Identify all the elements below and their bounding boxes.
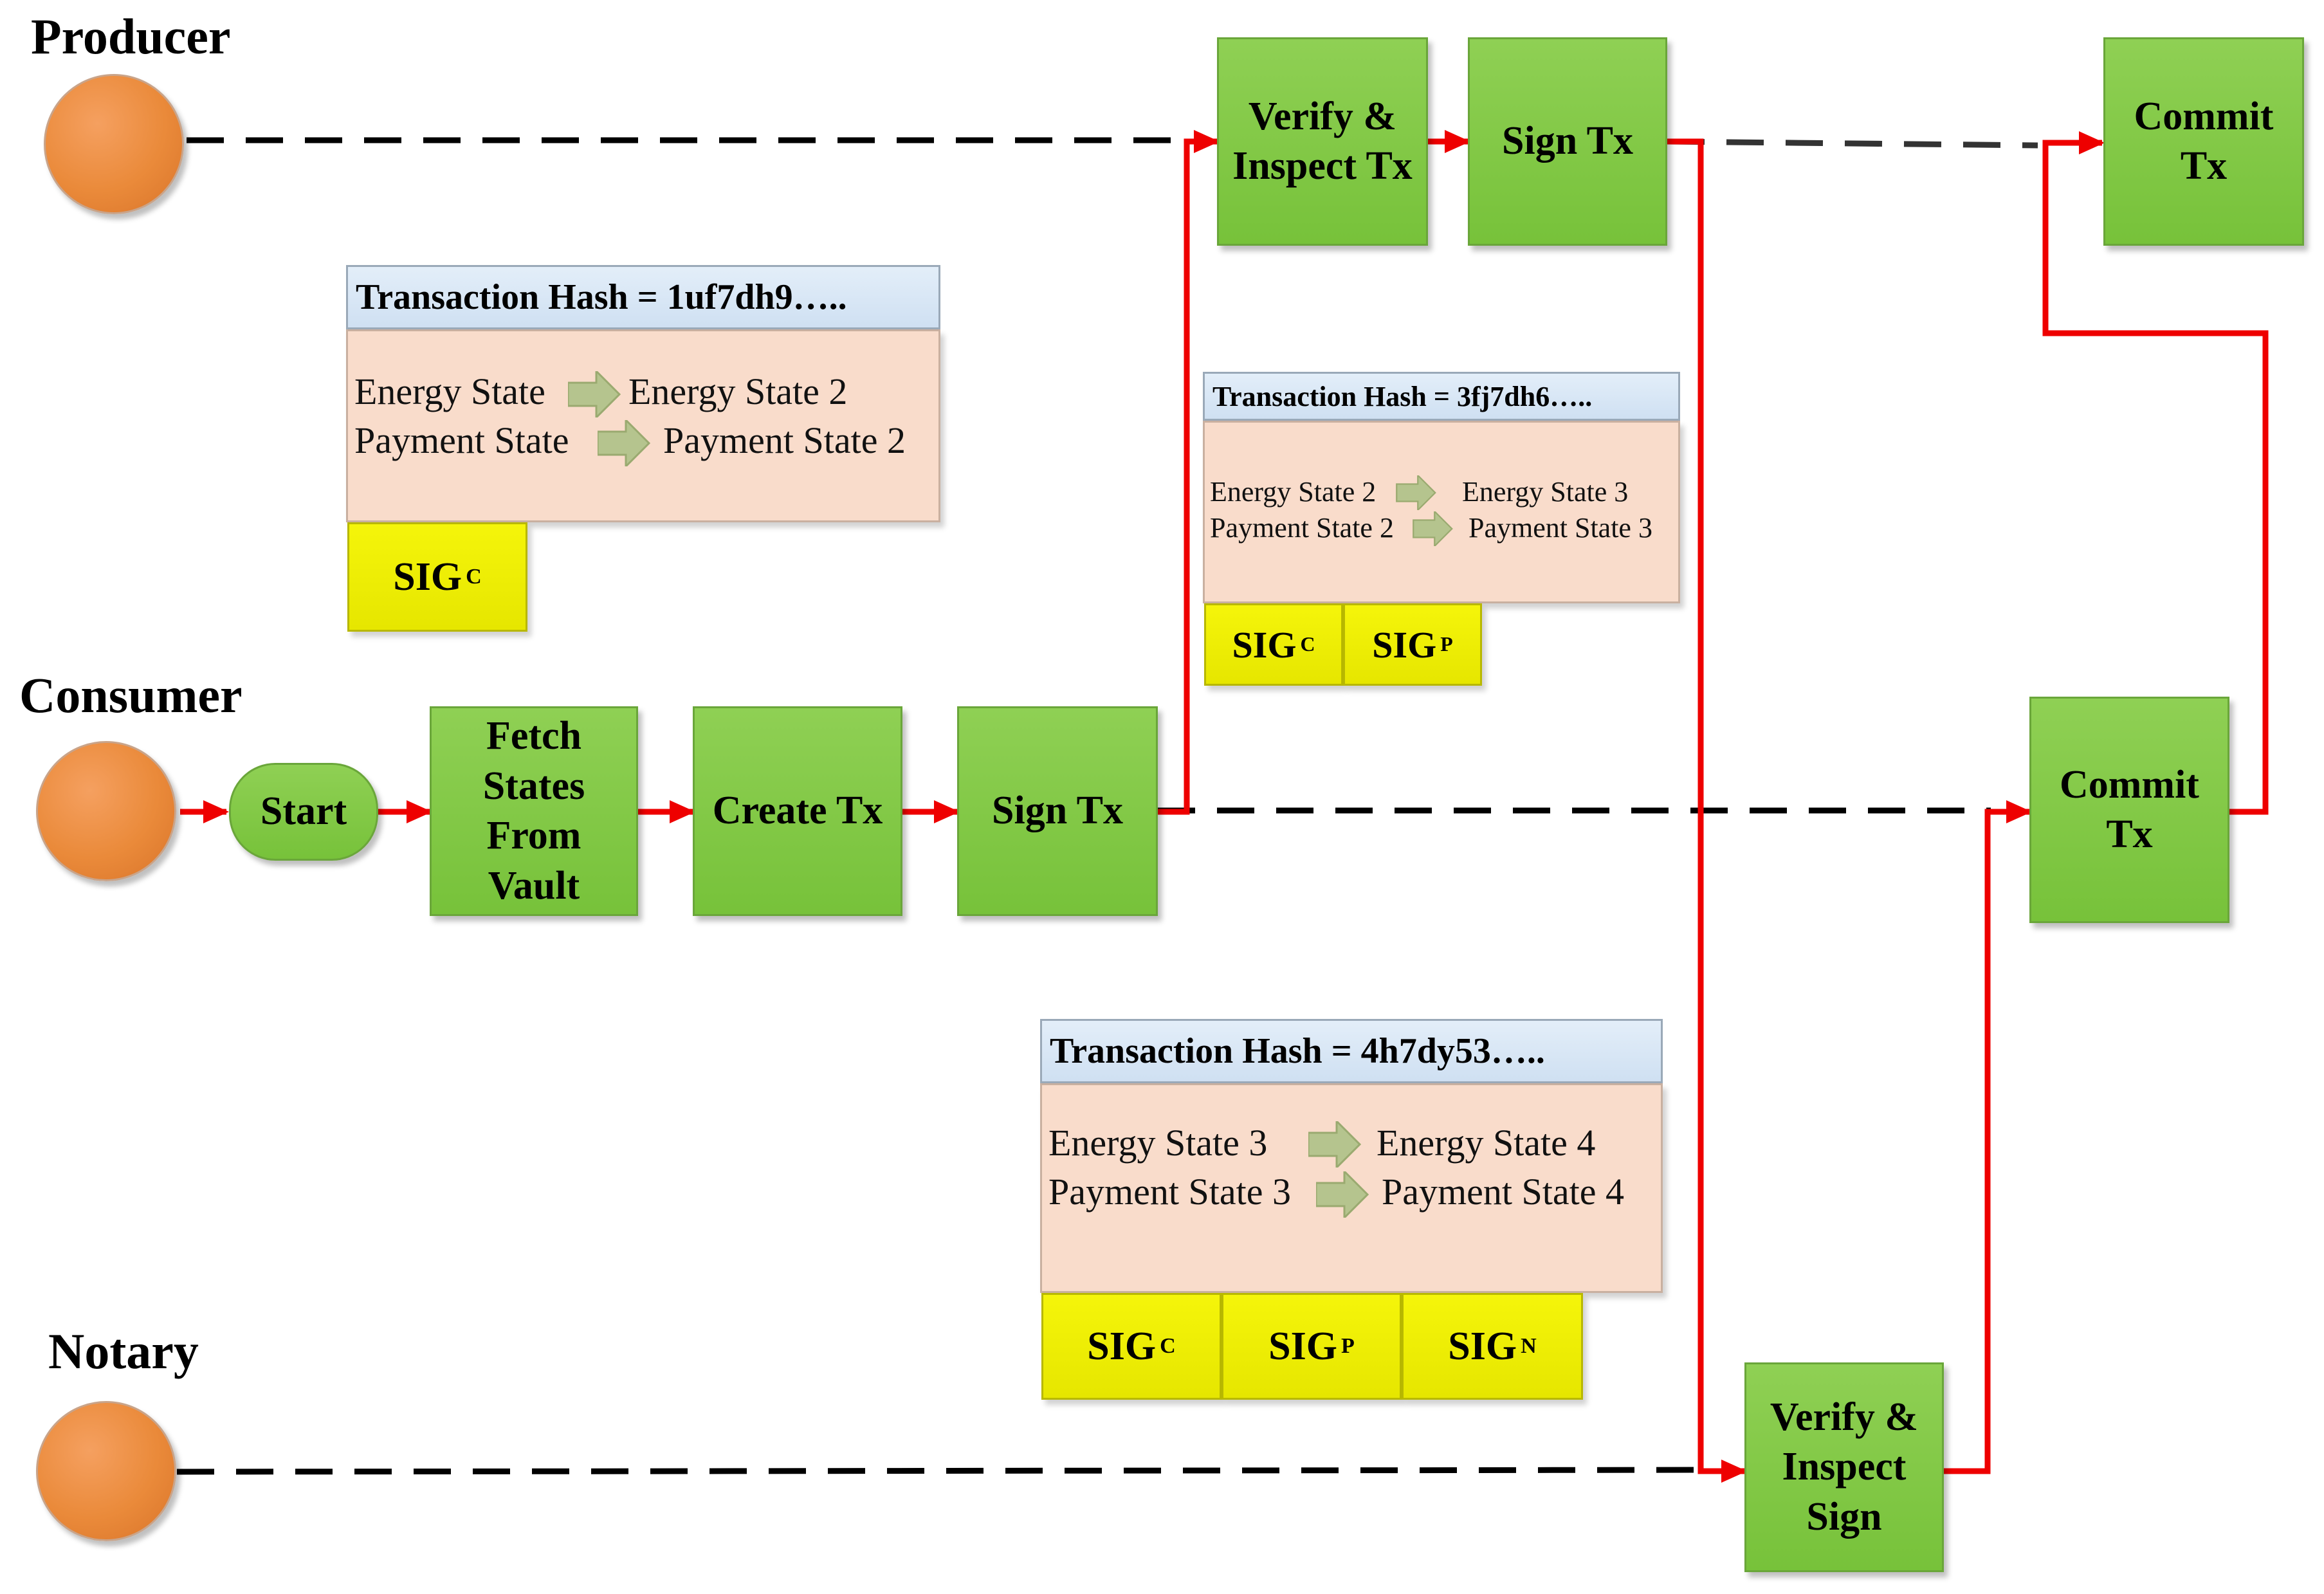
transition-arrow-icon xyxy=(1396,475,1436,510)
step-notary-verify[interactable]: Verify & Inspect Sign xyxy=(1744,1362,1944,1572)
state-from: Payment State xyxy=(354,419,569,461)
state-from: Energy State 3 xyxy=(1048,1122,1268,1164)
flow-producer-sign-to-notary-verify xyxy=(1667,138,1747,1483)
flow-consumer-sign-to-producer-verify xyxy=(1158,130,1220,815)
transaction-hash-2: Transaction Hash = 3fj7dh6….. xyxy=(1203,372,1680,421)
state-to: Energy State 4 xyxy=(1377,1122,1596,1164)
transition-arrow-icon xyxy=(1316,1171,1369,1218)
transition-arrow-icon xyxy=(568,371,621,417)
actor-node-producer[interactable] xyxy=(44,74,184,214)
step-producer-sign-tx[interactable]: Sign Tx xyxy=(1468,37,1667,246)
state-to: Energy State 2 xyxy=(628,371,848,412)
transaction-card-2: Transaction Hash = 3fj7dh6….. Energy Sta… xyxy=(1203,372,1680,686)
transaction-body-3: Energy State 3 Energy State 4 Payment St… xyxy=(1040,1083,1663,1293)
actor-label-producer: Producer xyxy=(31,8,231,64)
step-producer-verify[interactable]: Verify & Inspect Tx xyxy=(1217,37,1428,246)
actor-label-consumer: Consumer xyxy=(19,667,242,723)
transaction-body-1: Energy State Energy State 2 Payment Stat… xyxy=(346,329,940,522)
flow-consumer-commit-to-producer-commit xyxy=(2042,131,2269,815)
state-from: Energy State xyxy=(354,371,545,412)
step-start[interactable]: Start xyxy=(229,763,378,861)
step-producer-commit[interactable]: Commit Tx xyxy=(2103,37,2304,246)
state-to: Payment State 2 xyxy=(663,419,906,461)
transaction-hash-3: Transaction Hash = 4h7dy53….. xyxy=(1040,1019,1663,1083)
transaction-card-1: Transaction Hash = 1uf7dh9….. Energy Sta… xyxy=(346,265,940,633)
producer-sign-to-commit-line xyxy=(1667,138,2038,149)
actor-node-notary[interactable] xyxy=(36,1401,176,1541)
state-from: Energy State 2 xyxy=(1210,476,1377,508)
transaction-hash-1: Transaction Hash = 1uf7dh9….. xyxy=(346,265,940,329)
step-consumer-commit[interactable]: Commit Tx xyxy=(2029,697,2229,923)
step-fetch-states[interactable]: Fetch States From Vault xyxy=(430,706,638,916)
transition-arrow-icon xyxy=(1413,511,1453,546)
state-from: Payment State 3 xyxy=(1048,1171,1291,1213)
transition-arrow-icon xyxy=(1308,1121,1361,1168)
actor-label-notary: Notary xyxy=(48,1323,199,1379)
state-to: Energy State 3 xyxy=(1462,476,1629,508)
state-to: Payment State 3 xyxy=(1469,512,1652,544)
actor-node-consumer[interactable] xyxy=(36,741,176,881)
transaction-body-2: Energy State 2 Energy State 3 Payment St… xyxy=(1203,421,1680,603)
transition-arrow-icon xyxy=(598,420,650,466)
transaction-card-3: Transaction Hash = 4h7dy53….. Energy Sta… xyxy=(1040,1019,1663,1400)
flow-notary-to-consumer-commit xyxy=(1944,800,2032,1474)
step-consumer-sign-tx[interactable]: Sign Tx xyxy=(957,706,1158,916)
step-create-tx[interactable]: Create Tx xyxy=(693,706,902,916)
state-from: Payment State 2 xyxy=(1210,512,1394,544)
notary-lane-line xyxy=(176,1467,1712,1475)
state-to: Payment State 4 xyxy=(1382,1171,1624,1213)
